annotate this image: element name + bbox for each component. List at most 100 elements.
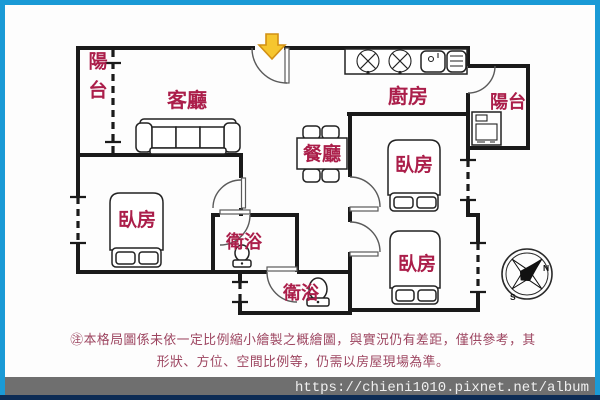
frame-border-left bbox=[0, 0, 5, 400]
bedroom-br-door-leaf bbox=[349, 251, 379, 257]
bed-mattress bbox=[389, 230, 441, 289]
dining-chair bbox=[321, 125, 340, 140]
wall bbox=[211, 213, 220, 272]
disclaimer: ㊟本格局圖係未依一定比例縮小繪製之概繪圖，與實況仍有差距，僅供參考，其 形狀、方… bbox=[70, 332, 535, 369]
url-watermark-bar bbox=[5, 377, 595, 395]
dining-chair bbox=[321, 168, 340, 183]
dining-table bbox=[296, 137, 348, 170]
bed-pillow bbox=[416, 196, 437, 209]
room-label-balcony-left: 陽台 bbox=[86, 51, 107, 109]
bed-mattress bbox=[387, 139, 441, 196]
room-labels: 陽台 客廳 廚房 陽台 餐廳 臥房 臥房 臥房 衛浴 衛浴 bbox=[86, 51, 527, 303]
wall bbox=[238, 252, 352, 315]
compass-inner-ring bbox=[505, 252, 549, 296]
room-label-balcony-right: 陽台 bbox=[490, 91, 526, 112]
dining-chair bbox=[302, 125, 321, 140]
wall bbox=[76, 46, 255, 197]
window-sash-ticks bbox=[70, 195, 86, 245]
bed-pillow bbox=[115, 251, 136, 265]
bottom-strip bbox=[0, 395, 600, 400]
toilet-upper bbox=[232, 244, 252, 268]
bed-pillow bbox=[395, 289, 415, 302]
wall bbox=[78, 153, 243, 178]
stove-burner-cross bbox=[359, 52, 377, 70]
bathroom-lower-door-arc bbox=[266, 271, 298, 303]
bed-bottom-right bbox=[389, 230, 441, 305]
window-sash-ticks bbox=[470, 241, 486, 294]
washer-panel bbox=[475, 114, 488, 122]
compass-outer-ring bbox=[501, 248, 553, 300]
compass-icon: N S bbox=[501, 248, 553, 302]
stove-burner-cross bbox=[391, 52, 409, 70]
washer-door bbox=[475, 123, 498, 141]
bed-pillow bbox=[393, 196, 414, 209]
sofa bbox=[135, 118, 241, 155]
bathroom-lower-door-leaf bbox=[266, 266, 298, 272]
room-label-dining-room: 餐廳 bbox=[303, 142, 341, 165]
sofa-armrest bbox=[135, 122, 153, 153]
bed-left bbox=[109, 192, 164, 268]
compass-needle bbox=[519, 259, 542, 282]
window-sash-ticks bbox=[105, 61, 121, 144]
sink-drain bbox=[427, 55, 435, 63]
room-label-bathroom-lower: 衛浴 bbox=[282, 282, 320, 303]
bathroom-upper-door-arc bbox=[219, 214, 251, 246]
wall bbox=[467, 64, 530, 150]
room-label-bedroom-left: 臥房 bbox=[118, 208, 156, 231]
wall bbox=[76, 243, 267, 274]
disclaimer-line1: ㊟本格局圖係未依一定比例縮小繪製之概繪圖，與實況仍有差距，僅供參考，其 bbox=[70, 332, 535, 347]
bed-pillow bbox=[417, 289, 437, 302]
dining-set bbox=[296, 125, 348, 183]
walls bbox=[76, 46, 530, 315]
dish-rack-lines bbox=[450, 55, 463, 67]
toilet-flush bbox=[240, 262, 244, 265]
kitchen-sink bbox=[420, 50, 446, 73]
entrance-door-arc bbox=[251, 47, 288, 84]
sofa-base bbox=[149, 147, 227, 155]
room-label-bathroom-upper: 衛浴 bbox=[225, 231, 263, 252]
window-sash-ticks bbox=[460, 158, 476, 202]
sofa-armrest bbox=[223, 122, 241, 153]
toilet-lower bbox=[306, 277, 330, 307]
stove-knob bbox=[398, 70, 402, 75]
wall bbox=[466, 200, 480, 243]
dining-chair bbox=[302, 168, 321, 183]
sofa-cushion bbox=[175, 126, 201, 149]
window-sash-ticks bbox=[232, 280, 248, 304]
bed-top-right bbox=[387, 139, 441, 212]
compass-north-label: N bbox=[543, 263, 549, 273]
wall bbox=[350, 292, 480, 312]
hall-door-arc bbox=[212, 179, 242, 209]
url-watermark-text: https://chieni1010.pixnet.net/album bbox=[295, 380, 589, 396]
hall-door-leaf bbox=[240, 177, 247, 209]
bedroom-br-door-arc bbox=[349, 221, 381, 253]
room-label-bedroom-top-right: 臥房 bbox=[395, 153, 433, 176]
washing-machine bbox=[471, 111, 502, 146]
compass-star bbox=[511, 258, 543, 290]
sofa-cushion bbox=[151, 126, 177, 149]
kitchen-counter bbox=[344, 48, 468, 75]
bedroom-tr-door-leaf bbox=[349, 206, 379, 212]
bedroom-tr-door-arc bbox=[349, 176, 381, 208]
room-label-bedroom-bottom-right: 臥房 bbox=[398, 252, 436, 275]
frame-border-top bbox=[0, 0, 600, 5]
bed-pillow bbox=[138, 251, 159, 265]
room-label-kitchen: 廚房 bbox=[388, 84, 428, 108]
wall bbox=[250, 213, 299, 272]
entrance-door-leaf bbox=[284, 47, 290, 84]
disclaimer-line2: 形狀、方位、空間比例等，仍需以房屋現場為準。 bbox=[157, 354, 450, 369]
bed-mattress bbox=[109, 192, 164, 251]
bathroom-upper-door-leaf bbox=[219, 209, 251, 215]
windows bbox=[70, 50, 486, 304]
kitchen-balcony-door-arc bbox=[467, 65, 496, 94]
sofa-cushion bbox=[199, 126, 225, 149]
frame-border-right bbox=[595, 0, 600, 400]
toilet-flush bbox=[316, 300, 320, 304]
stove-knob bbox=[366, 70, 370, 75]
compass-south-label: S bbox=[510, 292, 516, 302]
entrance-arrow-icon bbox=[257, 33, 287, 61]
wall bbox=[284, 46, 470, 66]
